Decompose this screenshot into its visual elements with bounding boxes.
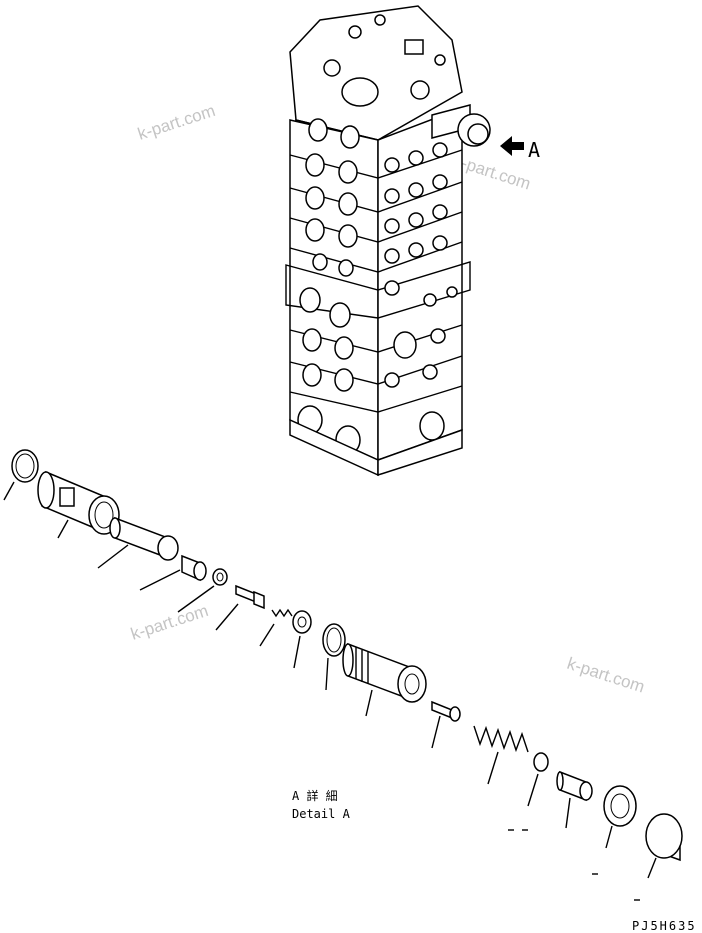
- part-bolt: [215, 584, 265, 631]
- drawing-code: PJ5H635: [632, 919, 697, 933]
- part-cap: [645, 813, 683, 879]
- part-nut: [603, 785, 637, 849]
- part-o-ring-2: [322, 623, 346, 691]
- control-valve-assembly: [285, 5, 491, 477]
- detail-title-en: Detail A: [292, 807, 351, 821]
- part-spring-small: [259, 608, 293, 647]
- part-ball: [527, 752, 549, 807]
- part-plug-small: [139, 554, 207, 591]
- part-o-ring-1: [3, 449, 39, 501]
- part-piston-sleeve: [97, 516, 179, 569]
- part-sleeve: [37, 470, 120, 539]
- view-arrow: A: [500, 136, 540, 162]
- watermark-2: k-part.com: [451, 151, 533, 194]
- part-poppet: [431, 700, 461, 749]
- part-spring-large: [473, 725, 529, 785]
- watermark-1: k-part.com: [135, 101, 217, 144]
- view-label-a: A: [528, 138, 540, 162]
- part-valve-body: [342, 642, 427, 717]
- watermark-3: k-part.com: [128, 601, 210, 644]
- watermark-4: k-part.com: [565, 654, 647, 697]
- part-adjust-screw: [556, 770, 593, 829]
- part-seat: [292, 610, 312, 669]
- part-washer: [177, 568, 228, 613]
- detail-title-jp: A 詳 細: [292, 788, 338, 803]
